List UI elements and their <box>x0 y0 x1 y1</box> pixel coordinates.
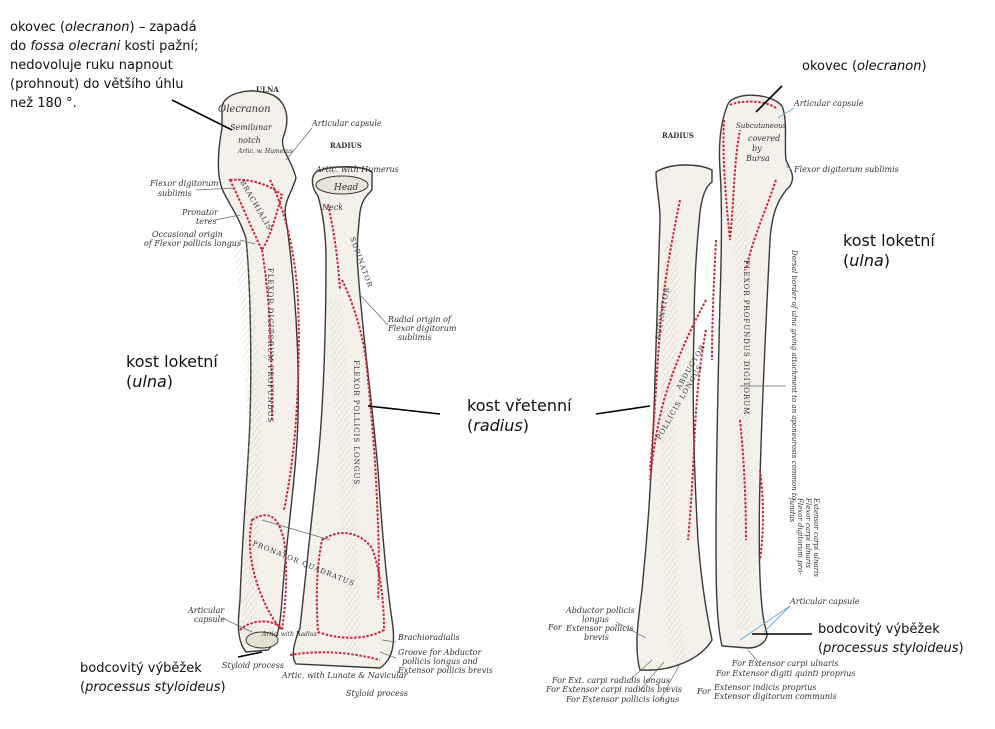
left-articular-bottom2: capsule <box>194 615 225 624</box>
left-artic-lunate: Artic. with Lunate & Navicular <box>281 671 409 680</box>
left-artic-humerus-text: Artic. w. Humerus <box>237 148 293 155</box>
right-for-ecrb: For Extensor carpi radialis brevis <box>545 685 682 694</box>
right-ulna-bone <box>715 94 794 649</box>
left-sublimis: sublimis <box>158 189 192 198</box>
left-groove1: Groove for Abductor <box>398 648 482 657</box>
right-muscle-lines <box>649 100 777 561</box>
left-occasional1: Occasional origin <box>152 230 223 239</box>
left-muscle-lines <box>228 178 386 661</box>
right-for: For <box>547 623 563 632</box>
right-ext-carpi-uln: Extensor carpi ulnaris <box>812 497 820 577</box>
left-notch-text: notch <box>238 136 261 145</box>
left-radius-caption: RADIUS <box>330 141 362 150</box>
left-radial-origin3: sublimis <box>398 333 432 342</box>
right-flex-carpi-uln: Flexor carpi ulnaris <box>804 497 812 568</box>
left-brachioradialis: Brachioradialis <box>397 633 460 642</box>
olecranon-note-label: okovec (olecranon) – zapadá do fossa ole… <box>10 20 199 111</box>
left-artic-with-humerus: Artic. with Humerus <box>315 165 399 174</box>
ulna-right-label: kost loketní (ulna) <box>843 231 935 270</box>
right-ext-indicis: Extensor indicis proprius <box>713 683 816 692</box>
right-covered: covered <box>748 134 780 143</box>
left-groove2: pollicis longus and <box>402 657 478 666</box>
right-subcutaneous: Subcutaneous <box>736 122 787 130</box>
left-view: FLEXOR DIGITORUM PROFUNDUS FLEXOR POLLIC… <box>144 85 493 698</box>
left-ulna-caption: ULNA <box>256 85 279 94</box>
right-for-edq: For Extensor digiti quinti proprius <box>715 669 856 678</box>
left-styloid-radius: Styloid process <box>346 689 408 698</box>
right-flexor-dig-subl: Flexor digitorum sublimis <box>793 165 899 174</box>
left-radial-origin1: Radial origin of <box>387 315 453 324</box>
right-abductor-pl: Abductor pollicis <box>565 606 635 615</box>
styloid-left-label: bodcovitý výběžek (processus styloideus) <box>80 661 226 695</box>
left-fdp-label: FLEXOR DIGITORUM PROFUNDUS <box>266 268 274 423</box>
right-for2: For <box>696 687 712 696</box>
radius-label: kost vřetenní (radius) <box>467 396 572 435</box>
left-flexor-dig-subl: Flexor digitorum <box>149 179 219 188</box>
left-styloid-process: Styloid process <box>222 661 284 670</box>
right-articular-capsule-top: Articular capsule <box>793 99 864 108</box>
right-view: SUPINATOR FLEXOR PROFUNDUS DIGITORUM ABD… <box>545 94 899 704</box>
right-flex-dig-prof: Flexor digitorum pro- <box>796 497 804 575</box>
right-for-ecrl: For Ext. carpi radialis longus <box>551 676 670 685</box>
styloid-right-label: bodcovitý výběžek (processus styloideus) <box>818 622 964 656</box>
right-for-epl: For Extensor pollicis longus <box>565 695 679 704</box>
right-bursa: Bursa <box>745 154 770 163</box>
left-head-text: Head <box>333 183 359 193</box>
right-for-ecu: For Extensor carpi ulnaris <box>731 659 838 668</box>
right-ext-poll-brevis1: Extensor pollicis <box>565 624 634 633</box>
ulna-left-label: kost loketní (ulna) <box>126 352 218 391</box>
right-fdp-label: FLEXOR PROFUNDUS DIGITORUM <box>742 260 750 415</box>
right-fundus: fundus <box>788 497 796 523</box>
left-pronator: Pronator <box>181 208 219 217</box>
left-teres: teres <box>196 217 217 226</box>
left-artic-radius: Artic. with Radius <box>261 631 317 638</box>
olecranon-right-label: okovec (olecranon) <box>802 59 927 74</box>
left-occasional2: of Flexor pollicis longus <box>144 239 241 248</box>
right-longus: longus <box>582 615 609 624</box>
right-ext-dig-comm: Extensor digitorum communis <box>713 692 837 701</box>
right-by: by <box>752 144 762 153</box>
right-radius-caption: RADIUS <box>662 131 694 140</box>
right-articular-capsule-bottom: Articular capsule <box>789 597 860 606</box>
right-brevis: brevis <box>584 633 609 642</box>
left-neck-text: Neck <box>321 203 343 212</box>
left-olecranon-text: Olecranon <box>218 104 271 115</box>
left-articular-capsule-top: Articular capsule <box>311 119 382 128</box>
left-radial-origin2: Flexor digitorum <box>387 324 457 333</box>
left-fpl-label: FLEXOR POLLICIS LONGUS <box>352 360 360 485</box>
left-groove3: Extensor pollicis brevis <box>397 666 493 675</box>
overlay-leader-lines <box>171 85 812 658</box>
left-semilunar-text: Semilunar <box>230 123 273 132</box>
right-dorsal-border-label: Dorsal border of ulna giving attachment … <box>790 249 798 500</box>
left-articular-bottom1: Articular <box>187 606 225 615</box>
